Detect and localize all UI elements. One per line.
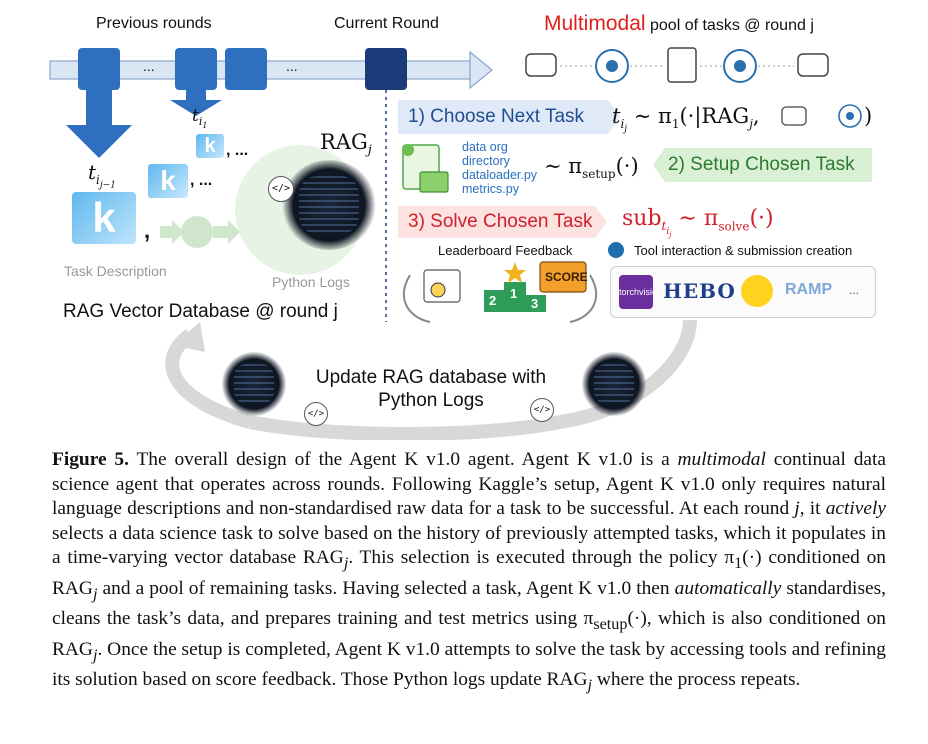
python-logs-label: Python Logs: [272, 274, 350, 290]
multimodal-word: Multimodal: [544, 12, 646, 35]
step2-box: [653, 148, 872, 182]
caption-label: Figure 5.: [52, 449, 129, 470]
previous-round-block-3: [225, 48, 267, 90]
file-chart-icon: [419, 171, 449, 193]
tools-ellipsis: ...: [849, 283, 860, 297]
figure: Previous rounds Current Round Multimodal…: [49, 12, 876, 440]
step3-box: [398, 206, 607, 238]
timeline-ellipsis-1: ...: [143, 58, 155, 74]
file-list-item: data org: [462, 140, 508, 154]
podium-right: [526, 295, 546, 312]
tools-strip: torchvision HEBO RAMP ...: [610, 266, 876, 318]
update-rag-line-1: Update RAG database with: [315, 367, 547, 388]
update-code-image-right: [582, 352, 646, 416]
pool-icons: [525, 47, 829, 83]
timeline-ellipsis-2: ...: [286, 58, 298, 74]
score-board: [539, 261, 587, 293]
trophy-star-icon: [504, 262, 526, 283]
step1-equation-close: ): [864, 104, 873, 128]
kaggle-dots-1: , ...: [190, 172, 213, 189]
timeline-arrowhead: [469, 50, 493, 90]
task-description-label: Task Description: [64, 263, 167, 279]
kaggle-dots-2: , ...: [226, 142, 249, 159]
dashboard-gauge-icon: [430, 282, 446, 298]
kaggle-tile-small: k: [196, 134, 224, 158]
tool-interaction-icon: [608, 242, 624, 258]
podium-number-2: 2: [489, 293, 497, 308]
podium-center: [504, 282, 526, 312]
t-i1-label: ti1: [192, 106, 208, 131]
step3-label: 3) Solve Chosen Task: [408, 211, 593, 232]
step2-equation: ∼ πsetup(·): [544, 154, 639, 182]
setup-file-list: data org directory dataloader.py metrics…: [462, 140, 537, 196]
python-logs-code-image: [282, 160, 376, 250]
rag-label: RAGj: [320, 130, 372, 159]
step1-box: [398, 100, 620, 134]
update-loop-right-arc: [558, 319, 697, 429]
huggingface-icon: [741, 275, 773, 307]
step3-equation: subtij ∼ πsolve(·): [622, 206, 774, 239]
update-rag-text: Update RAG database with Python Logs: [306, 366, 556, 412]
code-tag-icon: </>: [268, 176, 294, 202]
tool-interaction-label: Tool interaction & submission creation: [634, 243, 853, 258]
kaggle-comma: ,: [144, 218, 151, 243]
pool-title-rest: pool of tasks @ round j: [645, 17, 814, 34]
code-tag-icon-right: </>: [530, 398, 554, 422]
file-list-item: dataloader.py: [462, 168, 538, 182]
update-code-image-left: [222, 352, 286, 416]
t-ij1-label: tij−1: [88, 160, 116, 191]
step2-label: 2) Setup Chosen Task: [668, 154, 855, 175]
timeline-diagram: [49, 47, 872, 440]
connector-arrow-2: [213, 220, 240, 244]
small-down-arrow: [170, 90, 222, 116]
update-loop-left-arrowhead: [172, 322, 205, 352]
pool-title: Multimodal pool of tasks @ round j: [544, 12, 814, 36]
podium-number-1: 1: [510, 286, 518, 301]
step1-equation: tij ∼ π1(·|RAGj,: [612, 104, 760, 135]
podium-left: [484, 290, 504, 312]
file-list-item: directory: [462, 154, 510, 168]
previous-round-block-1: [78, 48, 120, 90]
code-tag-icon-left: </>: [304, 402, 328, 426]
leaderboard-feedback-label: Leaderboard Feedback: [438, 243, 573, 258]
chat-bubbles-icon-2: [797, 53, 829, 77]
eq-chat-icon: [781, 106, 807, 126]
podium-number-3: 3: [531, 296, 539, 311]
rag-vector-db-label: RAG Vector Database @ round j: [63, 301, 338, 322]
feedback-curve-left: [403, 274, 431, 323]
previous-rounds-label: Previous rounds: [96, 15, 212, 32]
torchvision-logo: torchvision: [619, 275, 653, 309]
chat-bubbles-icon: [525, 53, 557, 77]
score-board-text: SCORE: [545, 270, 588, 284]
update-rag-line-2: Python Logs: [378, 390, 484, 411]
kaggle-tile-large: k: [72, 192, 136, 244]
current-round-label: Current Round: [334, 15, 439, 32]
update-loop-bottom-arc: [248, 415, 562, 440]
step1-label: 1) Choose Next Task: [408, 106, 585, 127]
current-round-block: [365, 48, 407, 90]
previous-round-block-2: [175, 48, 217, 90]
feedback-curve-right: [569, 274, 597, 323]
gear-icon: [402, 144, 414, 156]
connector-arrow: [160, 220, 184, 244]
connector-circle: [181, 216, 213, 248]
file-list-item: metrics.py: [462, 182, 519, 196]
big-down-arrow: [66, 90, 132, 158]
kaggle-tile-medium: k: [148, 164, 188, 198]
ramp-logo: RAMP: [785, 281, 833, 298]
clipboard-icon: [667, 47, 697, 83]
figure-caption: Figure 5. The overall design of the Agen…: [52, 449, 887, 695]
hebo-logo: HEBO: [663, 279, 736, 303]
